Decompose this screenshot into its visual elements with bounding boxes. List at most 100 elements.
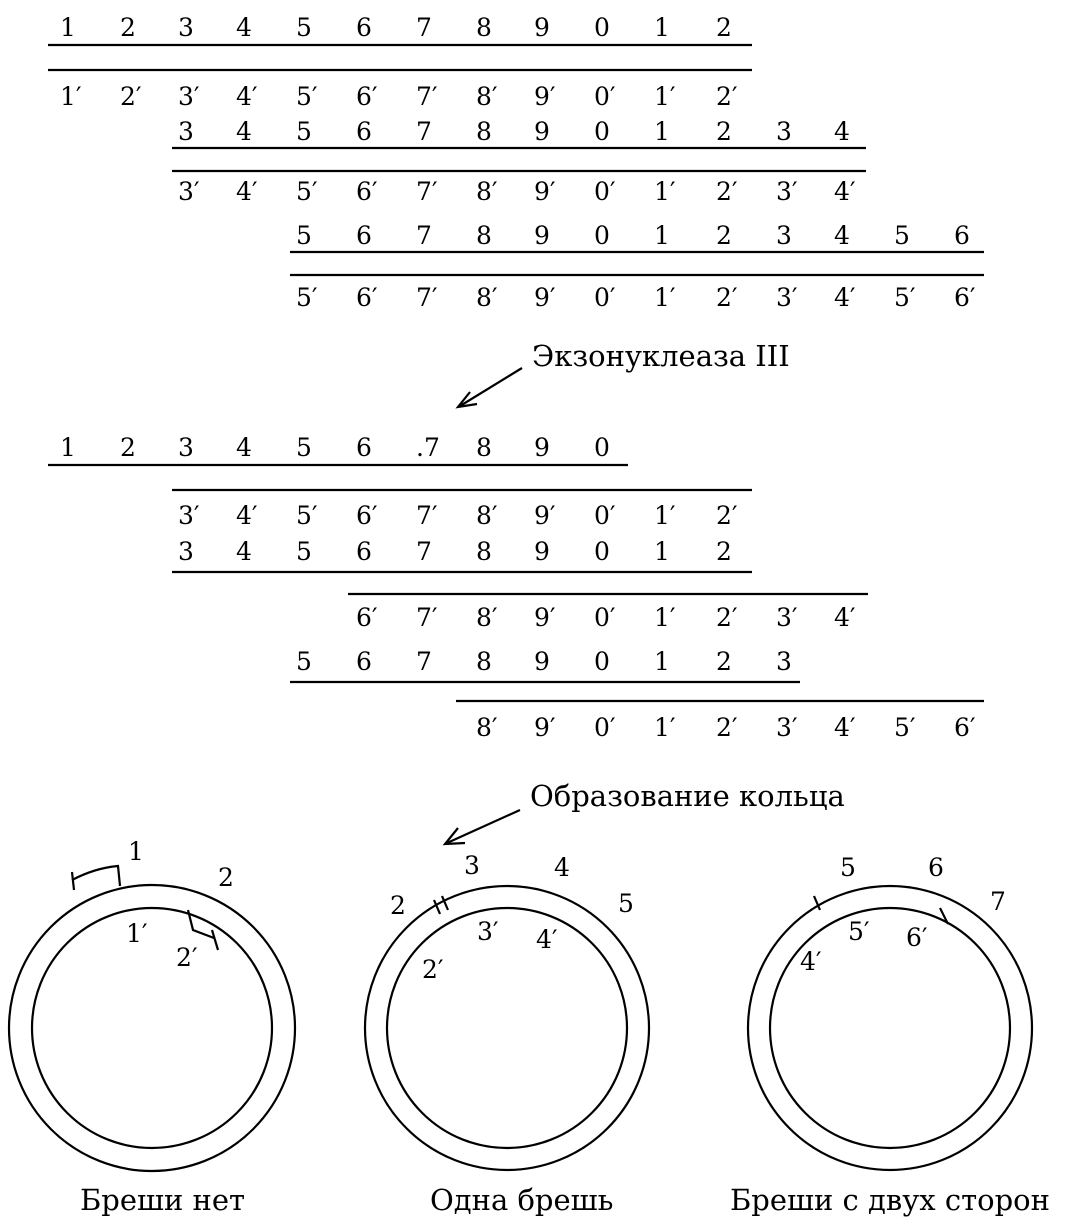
circle3-label: 5′ [848, 917, 870, 946]
top-row-cell: 1 [654, 13, 670, 42]
mid-row-cell: 9 [534, 433, 550, 462]
mid-row-cell: 4′ [834, 603, 856, 632]
mid-row-cell: 5 [296, 433, 312, 462]
mid-row-cell: .7 [416, 433, 440, 462]
top-row-cell: 5′ [894, 283, 916, 312]
mid-row-cell: 6 [356, 647, 372, 676]
circle1-outer [7, 883, 297, 1173]
mid-row-cell: 6′ [356, 501, 378, 530]
top-row-cell: 3 [178, 117, 194, 146]
circle2-label: 5 [618, 889, 634, 918]
mid-row-cell: 9 [534, 647, 550, 676]
top-row-cell: 3′ [178, 177, 200, 206]
mid-row-cell: 2′ [716, 603, 738, 632]
top-row-cell: 2 [716, 13, 732, 42]
circle-two-gaps: 5 6 7 4′ 5′ 6′ Бреши с двух сторон [730, 853, 1050, 1217]
mid-row-cell: 0 [594, 537, 610, 566]
mid-row-cell: 4′ [236, 501, 258, 530]
top-row-cell: 2 [716, 221, 732, 250]
circle3-label: 5 [840, 853, 856, 882]
circle3-label: 6 [928, 853, 944, 882]
mid-row-cell: 2′ [716, 501, 738, 530]
top-row-cell: 8′ [476, 177, 498, 206]
circle2-label: 2 [390, 891, 406, 920]
circle3-label: 4′ [800, 947, 822, 976]
top-row-cell: 3′ [776, 177, 798, 206]
circle2-label: 3′ [477, 917, 499, 946]
exonuclease-label: Экзонуклеаза III [532, 339, 790, 373]
top-row-cell: 2 [120, 13, 136, 42]
mid-row-cell: 3 [776, 647, 792, 676]
top-fragments [48, 43, 984, 277]
mid-row-cell: 9′ [534, 713, 556, 742]
top-row-cell: 0′ [594, 283, 616, 312]
top-row-cell: 4′ [236, 177, 258, 206]
mid-row-cell: 5′ [296, 501, 318, 530]
top-row-cell: 7′ [416, 283, 438, 312]
top-row-cell: 4′ [834, 283, 856, 312]
mid-row-cell: 7 [416, 647, 432, 676]
mid-row-cell: 7 [416, 537, 432, 566]
mid-row-cell: 1 [60, 433, 76, 462]
circle2-inner [385, 906, 629, 1150]
top-row-cell: 4′ [834, 177, 856, 206]
mid-row-cell: 3′ [178, 501, 200, 530]
mid-row-cell: 8 [476, 537, 492, 566]
circle3-caption: Бреши с двух сторон [730, 1183, 1050, 1217]
top-row-cell: 5 [296, 221, 312, 250]
top-row-cell: 2′ [716, 82, 738, 111]
mid-row-cell: 1 [654, 647, 670, 676]
top-row-cell: 6 [356, 13, 372, 42]
mid-row-cell: 4 [236, 433, 252, 462]
top-row-cell: 8′ [476, 283, 498, 312]
mid-row-cell: 6′ [356, 603, 378, 632]
top-row-cell: 8 [476, 221, 492, 250]
mid-row-cell: 8 [476, 647, 492, 676]
circle2-label: 4′ [536, 925, 558, 954]
top-row-cell: 7 [416, 117, 432, 146]
top-row-cell: 1′ [654, 82, 676, 111]
top-row-cell: 5′ [296, 283, 318, 312]
mid-row-cell: 8′ [476, 501, 498, 530]
top-row-cell: 1′ [60, 82, 82, 111]
mid-row-cell: 5 [296, 537, 312, 566]
mid-row-cell: 3′ [776, 603, 798, 632]
mid-row-cell: 2 [716, 537, 732, 566]
circle3-label: 7 [990, 887, 1006, 916]
top-row-cell: 3′ [178, 82, 200, 111]
circle2-caption: Одна брешь [430, 1183, 613, 1217]
mid-row-cell: 5 [296, 647, 312, 676]
circle3-outer [746, 884, 1034, 1172]
circle-no-gap: 1 2 1′ 2′ Бреши нет [7, 837, 297, 1217]
top-row-cell: 0′ [594, 82, 616, 111]
top-row-cell: 2 [716, 117, 732, 146]
mid-row-cell: 1′ [654, 603, 676, 632]
top-row-cell: 8′ [476, 82, 498, 111]
top-row-cell: 7 [416, 13, 432, 42]
top-row-cell: 0 [594, 117, 610, 146]
top-row-cell: 9′ [534, 82, 556, 111]
top-row-cell: 9′ [534, 283, 556, 312]
mid-row-cell: 8 [476, 433, 492, 462]
top-row-cell: 4 [236, 117, 252, 146]
mid-row-cell: 0′ [594, 501, 616, 530]
top-row-cell: 6 [954, 221, 970, 250]
circle1-inner-notch [186, 909, 215, 940]
top-row-cell: 5′ [296, 82, 318, 111]
top-row-cell: 4 [834, 221, 850, 250]
mid-row-cell: 1 [654, 537, 670, 566]
mid-row-cell: 4′ [834, 713, 856, 742]
circle1-label: 2′ [176, 943, 198, 972]
mid-row-cell: 6′ [954, 713, 976, 742]
mid-row-cell: 4 [236, 537, 252, 566]
top-row-cell: 6′ [356, 177, 378, 206]
circle3-inner [768, 906, 1012, 1150]
mid-row-cell: 9′ [534, 501, 556, 530]
top-row-cell: 6′ [356, 283, 378, 312]
mid-row-cell: 0′ [594, 603, 616, 632]
top-row-cell: 4 [236, 13, 252, 42]
mid-row-cell: 2 [120, 433, 136, 462]
